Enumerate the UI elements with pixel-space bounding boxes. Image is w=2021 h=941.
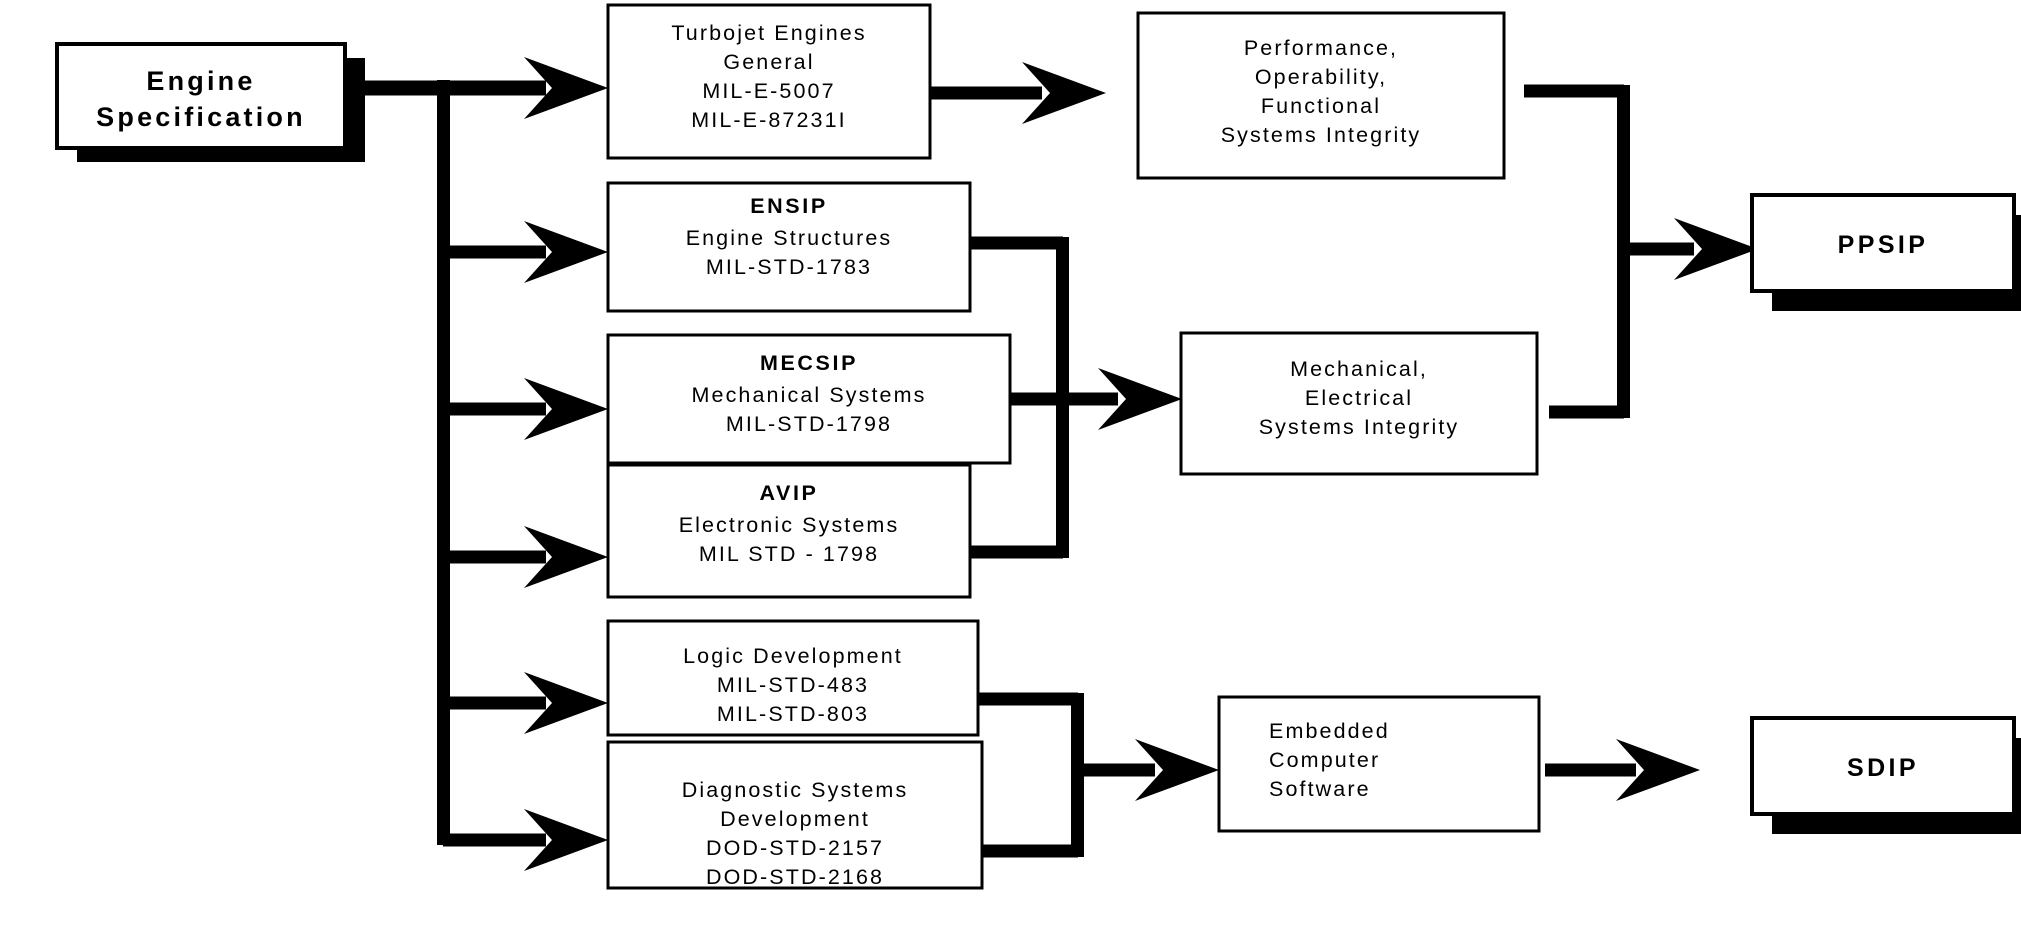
embedded-software-line-2: Computer: [1269, 748, 1380, 772]
node-ppsip[interactable]: PPSIP: [1750, 193, 2016, 293]
avip-line-2: MIL STD - 1798: [699, 542, 879, 566]
arrowhead-software: [1135, 739, 1219, 801]
engine-specification-line-2: Specification: [96, 102, 306, 132]
node-mecsip[interactable]: MECSIP Mechanical Systems MIL-STD-1798: [606, 333, 1012, 465]
arrowhead-ppsip: [1674, 218, 1758, 280]
shadow-layer: [77, 58, 2021, 834]
arrowhead-avip: [524, 526, 608, 588]
node-performance-operability[interactable]: Performance, Operability, Functional Sys…: [1136, 11, 1506, 180]
embedded-software-line-1: Embedded: [1269, 719, 1390, 743]
performance-line-1: Performance,: [1244, 36, 1398, 60]
arrowhead-logic: [524, 672, 608, 734]
diagnostic-systems-line-2: Development: [720, 807, 870, 831]
performance-line-2: Operability,: [1255, 65, 1387, 89]
mechanical-electrical-line-1: Mechanical,: [1290, 357, 1428, 381]
node-diagnostic-systems-development[interactable]: Diagnostic Systems Development DOD-STD-2…: [606, 740, 984, 890]
turbojet-engines-line-2: General: [723, 50, 814, 74]
node-sdip[interactable]: SDIP: [1750, 716, 2016, 816]
performance-line-4: Systems Integrity: [1221, 123, 1422, 147]
turbojet-engines-line-3: MIL-E-5007: [702, 79, 835, 103]
node-turbojet-engines[interactable]: Turbojet Engines General MIL-E-5007 MIL-…: [606, 3, 932, 160]
turbojet-engines-line-1: Turbojet Engines: [671, 21, 866, 45]
arrowhead-ensip: [524, 221, 608, 283]
logic-development-line-1: Logic Development: [683, 644, 903, 668]
ensip-heading: ENSIP: [750, 194, 828, 218]
mecsip-heading: MECSIP: [760, 351, 858, 375]
engine-specification-line-1: Engine: [146, 66, 255, 96]
arrowhead-diagnostic: [524, 809, 608, 871]
ppsip-label: PPSIP: [1838, 231, 1929, 259]
node-ensip[interactable]: ENSIP Engine Structures MIL-STD-1783: [606, 181, 972, 313]
arrowhead-mechanical: [1098, 368, 1182, 430]
diagnostic-systems-line-4: DOD-STD-2168: [706, 865, 884, 889]
node-mechanical-electrical[interactable]: Mechanical, Electrical Systems Integrity: [1179, 331, 1539, 476]
mecsip-line-1: Mechanical Systems: [692, 383, 927, 407]
diagnostic-systems-line-3: DOD-STD-2157: [706, 836, 884, 860]
avip-line-1: Electronic Systems: [679, 513, 900, 537]
node-avip[interactable]: AVIP Electronic Systems MIL STD - 1798: [606, 463, 972, 599]
mechanical-electrical-line-2: Electrical: [1305, 386, 1413, 410]
turbojet-engines-line-4: MIL-E-87231I: [691, 108, 846, 132]
arrowhead-sdip: [1616, 739, 1700, 801]
mechanical-electrical-line-3: Systems Integrity: [1259, 415, 1460, 439]
sdip-label: SDIP: [1847, 754, 1919, 782]
logic-development-line-2: MIL-STD-483: [717, 673, 869, 697]
node-logic-development[interactable]: Logic Development MIL-STD-483 MIL-STD-80…: [606, 619, 980, 737]
mecsip-line-2: MIL-STD-1798: [726, 412, 892, 436]
avip-heading: AVIP: [760, 481, 819, 505]
ensip-line-1: Engine Structures: [686, 226, 893, 250]
arrowhead-mecsip: [524, 378, 608, 440]
performance-line-3: Functional: [1261, 94, 1381, 118]
arrowhead-performance: [1022, 62, 1106, 124]
node-engine-specification[interactable]: Engine Specification: [55, 42, 347, 150]
diagnostic-systems-line-1: Diagnostic Systems: [682, 778, 909, 802]
arrowhead-turbojet: [524, 57, 608, 119]
node-embedded-computer-software[interactable]: Embedded Computer Software: [1217, 695, 1541, 833]
embedded-software-line-3: Software: [1269, 777, 1371, 801]
connector-layer: [362, 57, 1758, 871]
logic-development-line-3: MIL-STD-803: [717, 702, 869, 726]
ensip-line-2: MIL-STD-1783: [706, 255, 872, 279]
